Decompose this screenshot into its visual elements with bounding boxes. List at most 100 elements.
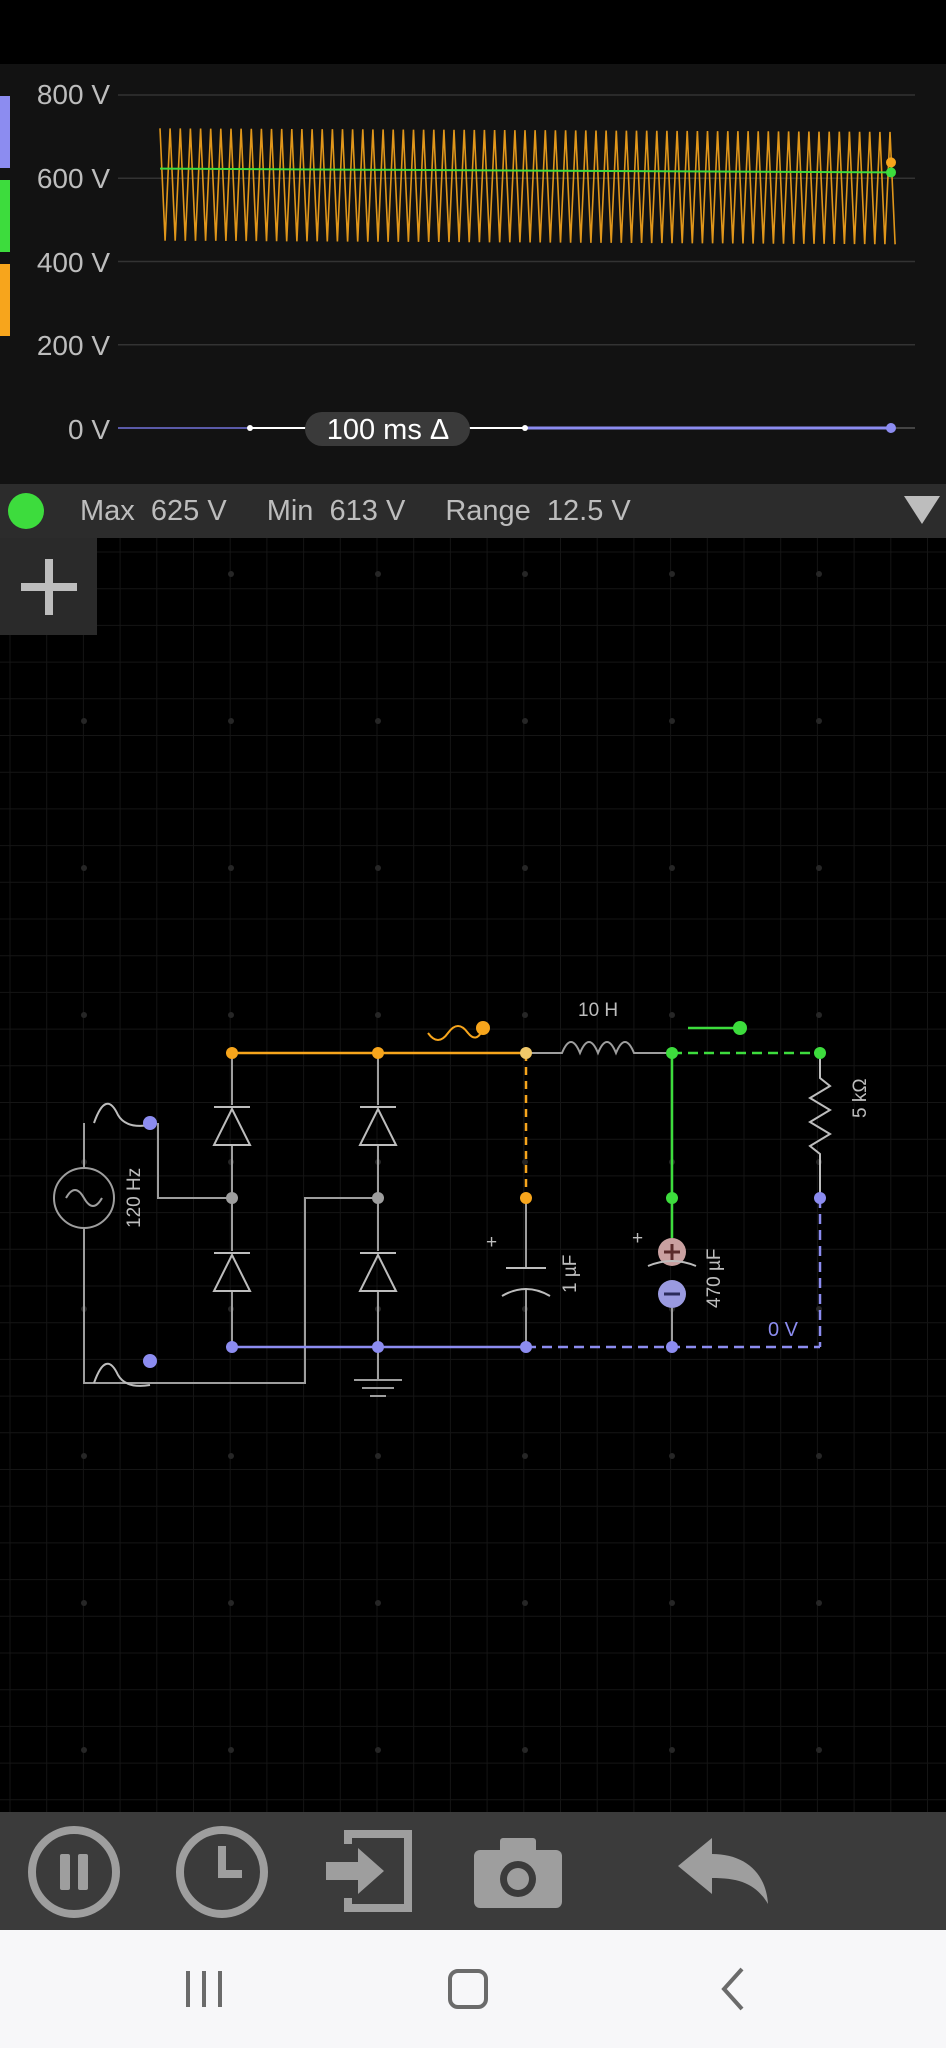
history-button[interactable]: [174, 1826, 270, 1918]
legend-swatch-blue: [0, 96, 10, 168]
resistor-label: 5 kΩ: [850, 1078, 871, 1118]
canvas-grid-dot: [522, 1012, 528, 1018]
ground-symbol[interactable]: [354, 1347, 402, 1397]
canvas-grid-dot: [669, 1747, 675, 1753]
canvas-grid-dot: [375, 571, 381, 577]
import-icon: [326, 1830, 412, 1912]
canvas-grid-dot: [375, 1747, 381, 1753]
canvas-grid-dot: [669, 1012, 675, 1018]
diode-d3[interactable]: [358, 1106, 398, 1146]
stats-indicator-dot[interactable]: [8, 493, 44, 529]
canvas-grid-dot: [375, 718, 381, 724]
legend-swatch-orange: [0, 264, 10, 336]
canvas-grid-dot: [228, 1747, 234, 1753]
canvas-grid-dot: [228, 865, 234, 871]
canvas-grid-dot: [669, 865, 675, 871]
canvas-grid-dot: [816, 718, 822, 724]
canvas-grid-dot: [81, 1012, 87, 1018]
oscilloscope-panel[interactable]: 800 V 600 V 400 V 200 V 0 V 100 ms Δ: [0, 64, 946, 484]
canvas-grid-dot: [522, 571, 528, 577]
canvas-grid-dot: [81, 1600, 87, 1606]
collapse-triangle-icon[interactable]: [904, 496, 940, 524]
diode-d4[interactable]: [358, 1252, 398, 1292]
inductor[interactable]: [526, 1041, 672, 1056]
scope-chart: 800 V 600 V 400 V 200 V 0 V 100 ms Δ: [37, 79, 915, 446]
circuit-canvas[interactable]: 120 Hz 10: [0, 538, 946, 1812]
capacitor1-label: 1 µF: [560, 1255, 581, 1293]
max-voltage: Max 625 V: [80, 494, 227, 527]
y-tick-label-600: 600 V: [37, 163, 110, 194]
canvas-grid-dot: [816, 1012, 822, 1018]
recents-button[interactable]: [176, 1960, 232, 2018]
canvas-grid-dot: [816, 571, 822, 577]
probe-output[interactable]: [733, 1021, 747, 1035]
trace-green: [159, 167, 891, 174]
probe-source-bottom[interactable]: [143, 1354, 157, 1368]
trace-end-marker: [886, 157, 896, 168]
bottom-toolbar: [0, 1812, 946, 1930]
screenshot-button[interactable]: [472, 1826, 564, 1918]
canvas-grid-dot: [522, 718, 528, 724]
time-scale-pill[interactable]: [305, 412, 470, 446]
canvas-grid-dot: [522, 1747, 528, 1753]
capacitor2-label: 470 µF: [704, 1248, 725, 1308]
undo-icon: [678, 1838, 768, 1904]
undo-button[interactable]: [674, 1826, 774, 1918]
ac-source[interactable]: 120 Hz: [53, 1167, 145, 1229]
capacitor-1uf[interactable]: [501, 1288, 551, 1297]
circuit-diagram: 120 Hz 10: [0, 538, 946, 1812]
probe-source-top[interactable]: [143, 1116, 157, 1130]
probe-rectified[interactable]: [476, 1021, 490, 1035]
canvas-grid-dot: [669, 718, 675, 724]
canvas-grid-dot: [228, 718, 234, 724]
inductor-label: 10 H: [578, 1000, 618, 1021]
canvas-grid-dot: [669, 1453, 675, 1459]
add-component-button[interactable]: [0, 538, 97, 635]
canvas-grid-dot: [81, 1747, 87, 1753]
canvas-grid-dot: [816, 1747, 822, 1753]
home-icon: [448, 1969, 488, 2009]
time-scale-label: 100 ms Δ: [327, 414, 450, 446]
system-navigation-bar: [0, 1930, 946, 2048]
canvas-grid-dot: [375, 1012, 381, 1018]
canvas-grid-dot: [375, 1453, 381, 1459]
resistor-5k[interactable]: [808, 1053, 832, 1198]
canvas-grid-dot: [522, 1453, 528, 1459]
canvas-grid-dot: [522, 1159, 528, 1165]
min-voltage: Min 613 V: [266, 494, 406, 527]
capacitor2-plus: +: [632, 1228, 643, 1249]
import-button[interactable]: [318, 1826, 418, 1918]
canvas-grid-dot: [81, 865, 87, 871]
canvas-grid-dot: [816, 865, 822, 871]
pause-button[interactable]: [26, 1826, 122, 1918]
canvas-grid-dot: [81, 1453, 87, 1459]
trace-orange: [159, 128, 896, 245]
range-voltage: Range 12.5 V: [445, 494, 631, 527]
y-tick-label-400: 400 V: [37, 247, 110, 278]
ground-voltage-label: 0 V: [768, 1319, 799, 1341]
canvas-grid-dot: [375, 1600, 381, 1606]
legend-swatch-green: [0, 180, 10, 252]
diode-d2[interactable]: [212, 1252, 252, 1292]
recents-icon: [186, 1971, 222, 2007]
canvas-grid-dot: [228, 1600, 234, 1606]
canvas-grid-dot: [816, 1453, 822, 1459]
trace-end-marker: [886, 423, 896, 433]
canvas-grid-dot: [522, 865, 528, 871]
home-button[interactable]: [444, 1960, 492, 2018]
back-button[interactable]: [710, 1960, 758, 2018]
back-icon: [721, 1967, 744, 2011]
capacitor1-plus: +: [486, 1232, 497, 1253]
canvas-grid-dot: [669, 571, 675, 577]
canvas-grid-dot: [669, 1600, 675, 1606]
trace-end-marker: [886, 167, 896, 178]
canvas-grid-dot: [228, 571, 234, 577]
y-tick-label-200: 200 V: [37, 330, 110, 361]
clock-icon: [176, 1826, 268, 1918]
camera-icon: [474, 1838, 562, 1908]
canvas-grid-dot: [228, 1453, 234, 1459]
plus-icon: [20, 558, 77, 615]
canvas-grid-dot: [816, 1600, 822, 1606]
status-bar: [0, 0, 946, 64]
diode-d1[interactable]: [212, 1106, 252, 1146]
